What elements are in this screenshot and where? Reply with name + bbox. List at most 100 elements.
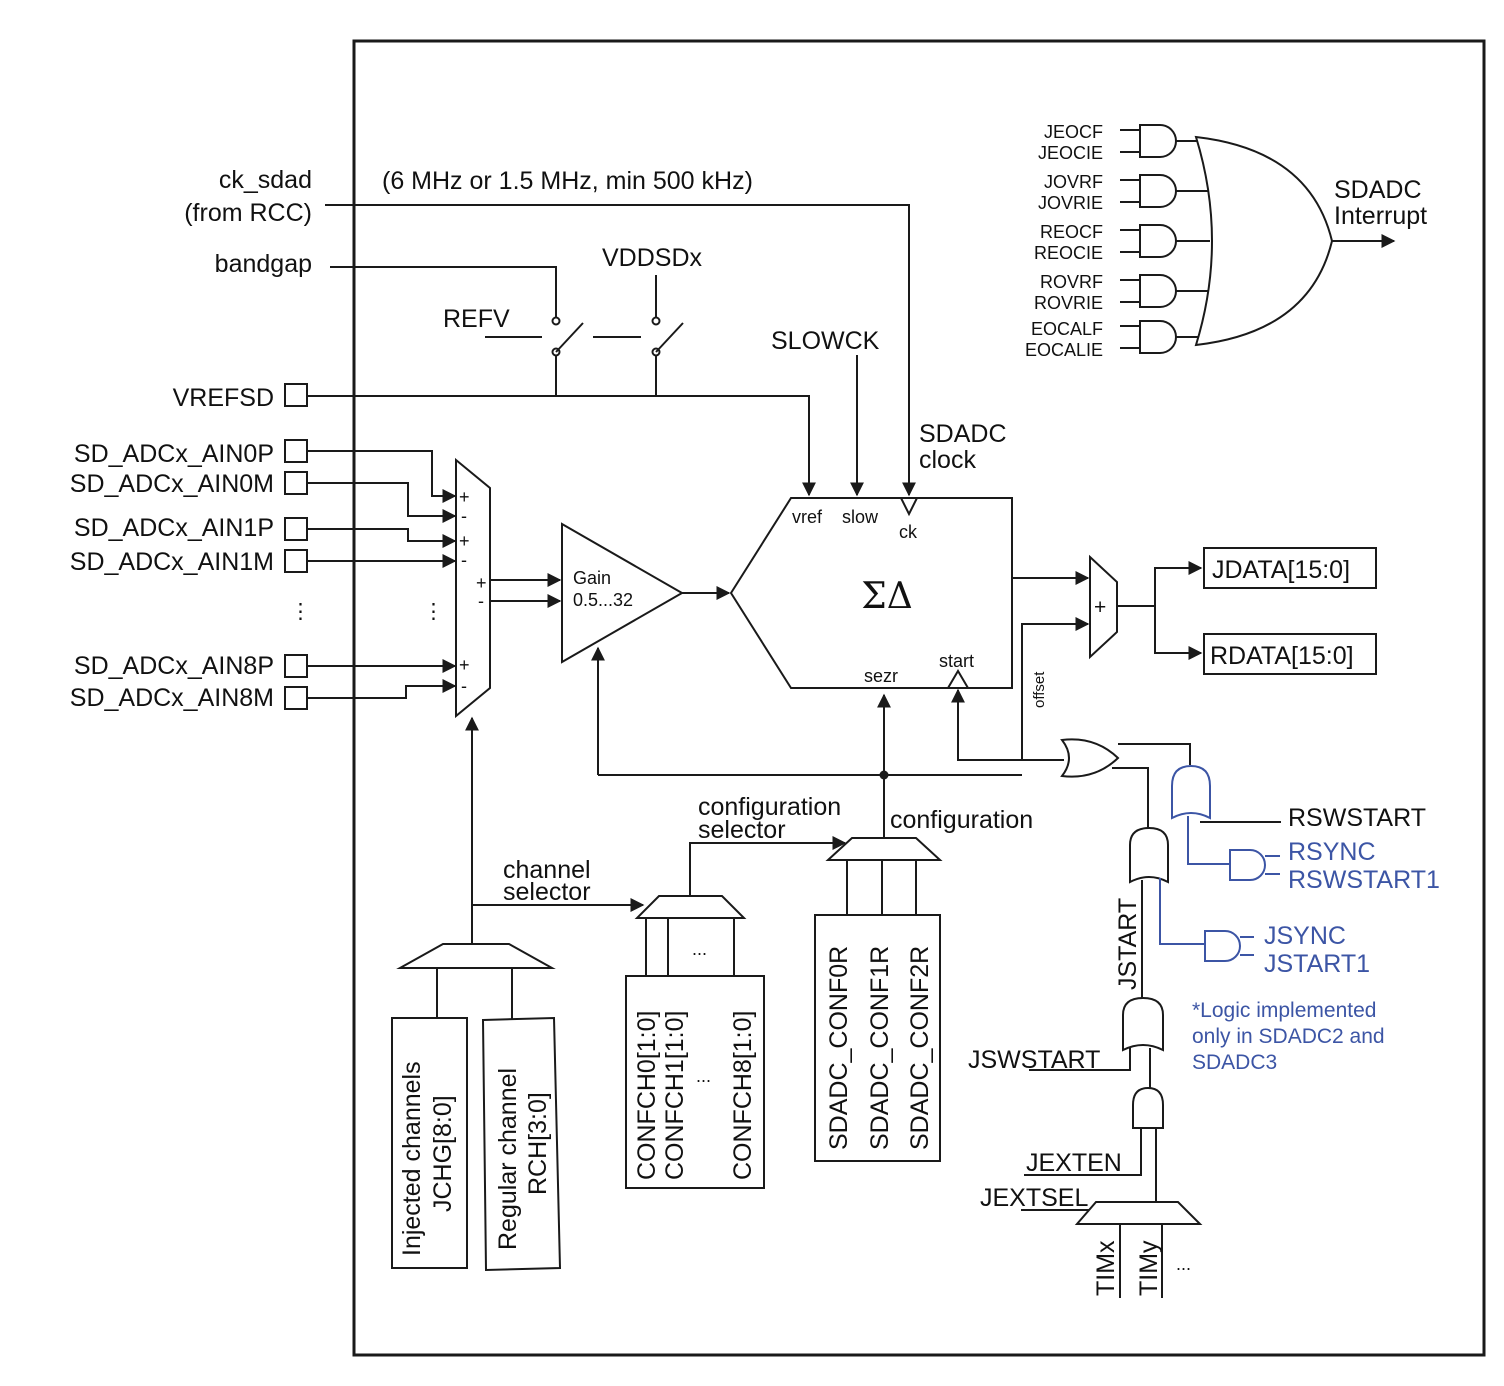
ain8m-pin bbox=[284, 686, 308, 710]
int-in-2: JOVRF bbox=[1044, 172, 1103, 192]
jstart1-label: JSTART1 bbox=[1264, 950, 1370, 978]
interrupt-label: SDADC bbox=[1334, 176, 1422, 204]
bandgap-label: bandgap bbox=[215, 250, 312, 278]
injected-label: Injected channels bbox=[398, 1061, 426, 1256]
sigma-delta-modulator bbox=[729, 497, 1013, 689]
int-in-3: JOVRIE bbox=[1038, 193, 1103, 213]
ck-sdad-label: ck_sdad bbox=[219, 166, 312, 194]
mux-minus-8: - bbox=[461, 676, 467, 696]
jexten-label: JEXTEN bbox=[1026, 1149, 1122, 1177]
mux-minus-1: - bbox=[461, 550, 467, 570]
offset-adder bbox=[1089, 554, 1118, 660]
sdadc-clock-label-2: clock bbox=[919, 446, 976, 474]
regular-channel-register bbox=[481, 1016, 562, 1272]
int-in-5: REOCIE bbox=[1034, 243, 1103, 263]
sezr-port-label: sezr bbox=[864, 666, 898, 686]
timx-label: TIMx bbox=[1092, 1240, 1120, 1296]
confch-ellipsis: ... bbox=[696, 1066, 711, 1086]
refv-switches bbox=[485, 316, 684, 396]
mux-plus-1: + bbox=[459, 531, 470, 551]
ain8p-pin bbox=[284, 654, 308, 678]
slowck-label: SLOWCK bbox=[771, 327, 880, 355]
injected-channels-register bbox=[391, 1017, 468, 1269]
config-selector-label: configuration bbox=[698, 793, 841, 821]
rdata-register bbox=[1203, 633, 1377, 675]
vrefsd-wire bbox=[307, 395, 816, 497]
refv-label: REFV bbox=[443, 305, 510, 333]
jextsel-label: JEXTSEL bbox=[980, 1184, 1088, 1212]
ain1p-label: SD_ADCx_AIN1P bbox=[74, 514, 274, 542]
pin-wires bbox=[307, 450, 457, 699]
ain8m-label: SD_ADCx_AIN8M bbox=[70, 684, 274, 712]
gain-label: Gain bbox=[573, 568, 611, 588]
jdata-label: JDATA[15:0] bbox=[1212, 556, 1350, 584]
rsync-wire bbox=[1187, 816, 1230, 865]
channel-source-mux bbox=[396, 943, 556, 969]
rsync-and-gate bbox=[1229, 849, 1266, 881]
start-port-label: start bbox=[939, 651, 974, 671]
rch-label: RCH[3:0] bbox=[524, 1092, 552, 1195]
config-selector-label-2: selector bbox=[698, 816, 786, 844]
vref-port-label: vref bbox=[792, 507, 823, 527]
mux-minus-0: - bbox=[461, 506, 467, 526]
vrefsd-pin bbox=[284, 383, 308, 407]
rdata-label: RDATA[15:0] bbox=[1210, 642, 1354, 670]
config-selector-wire bbox=[689, 836, 847, 896]
rdata-wire bbox=[1154, 606, 1203, 660]
confch-registers bbox=[625, 975, 765, 1189]
confch1-label: CONFCH1[1:0] bbox=[661, 1011, 689, 1180]
ain1p-pin bbox=[284, 517, 308, 541]
gain-range-label: 0.5...32 bbox=[573, 590, 633, 610]
ck-sdad-wire bbox=[325, 204, 916, 497]
jswstart-or-gate bbox=[1122, 996, 1164, 1052]
start-wire bbox=[951, 688, 1064, 761]
logic-note-line-1: *Logic implemented bbox=[1192, 999, 1376, 1022]
int-in-9: EOCALIE bbox=[1025, 340, 1103, 360]
int-in-0: JEOCF bbox=[1044, 122, 1103, 142]
regular-start-wire bbox=[1118, 743, 1191, 765]
confch0-label: CONFCH0[1:0] bbox=[633, 1011, 661, 1180]
input-mux bbox=[455, 457, 491, 719]
jdata-wire bbox=[1117, 561, 1203, 607]
start-or-gate bbox=[1060, 738, 1120, 778]
rsync-input-wires bbox=[1265, 855, 1280, 875]
pin-ellipsis: ⋮ bbox=[290, 600, 311, 623]
rswstart1-label: RSWSTART1 bbox=[1288, 866, 1440, 894]
ck-port-marker bbox=[899, 497, 919, 517]
sigma-delta-symbol: ΣΔ bbox=[861, 576, 912, 617]
channel-selector-label: channel bbox=[503, 856, 591, 884]
offset-label: offset bbox=[1031, 671, 1048, 708]
jstart-or-gate bbox=[1129, 826, 1169, 884]
ck-sdad-source-label: (from RCC) bbox=[184, 199, 312, 227]
regular-sync-or-gate bbox=[1171, 764, 1211, 820]
vddsd-label: VDDSDx bbox=[602, 244, 703, 272]
channel-selector-label-2: selector bbox=[503, 878, 591, 906]
interrupt-and-gates bbox=[1120, 124, 1210, 354]
int-in-8: EOCALF bbox=[1031, 319, 1103, 339]
jsync-input-wires bbox=[1240, 936, 1254, 956]
ain1m-pin bbox=[284, 549, 308, 573]
start-port-marker bbox=[946, 669, 970, 689]
adder-plus: + bbox=[1094, 596, 1106, 619]
jexten-and-gate bbox=[1132, 1086, 1164, 1129]
mux-plus-0: + bbox=[459, 487, 470, 507]
rswstart-label: RSWSTART bbox=[1288, 804, 1426, 832]
configuration-label: configuration bbox=[890, 806, 1033, 834]
interrupt-or-gate bbox=[1194, 135, 1334, 347]
confch8-label: CONFCH8[1:0] bbox=[729, 1011, 757, 1180]
channel-config-mux bbox=[634, 895, 747, 919]
slow-port-label: slow bbox=[842, 507, 879, 527]
timy-label: TIMy bbox=[1135, 1240, 1163, 1296]
injected-start-wire bbox=[1112, 767, 1149, 829]
configuration-mux bbox=[825, 837, 943, 861]
int-in-6: ROVRF bbox=[1040, 272, 1103, 292]
bandgap-wire bbox=[330, 266, 557, 318]
rsync-label: RSYNC bbox=[1288, 838, 1376, 866]
conf1r-label: SDADC_CONF1R bbox=[866, 946, 894, 1150]
mux-ellipsis: ⋮ bbox=[423, 600, 444, 623]
clock-frequency-note: (6 MHz or 1.5 MHz, min 500 kHz) bbox=[382, 167, 753, 195]
logic-note-line-3: SDADC3 bbox=[1192, 1051, 1277, 1074]
conf0r-label: SDADC_CONF0R bbox=[825, 946, 853, 1150]
int-in-7: ROVRIE bbox=[1034, 293, 1103, 313]
